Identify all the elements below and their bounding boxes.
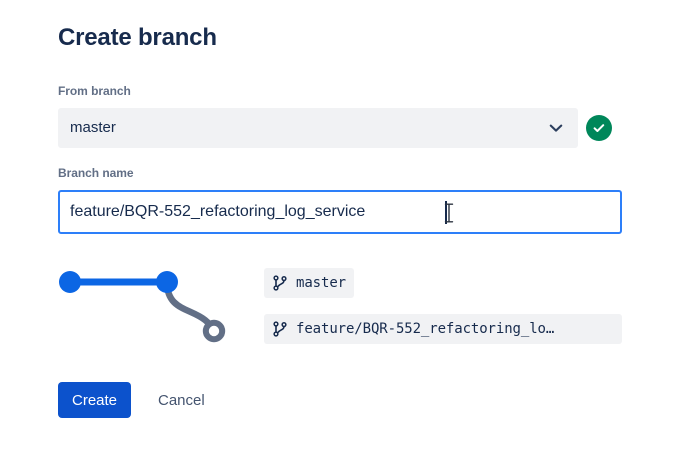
branch-ref-label: master (296, 275, 346, 291)
text-caret (445, 201, 447, 224)
branch-name-value: feature/BQR-552_refactoring_log_service (70, 203, 366, 220)
git-branch-icon (272, 275, 288, 291)
text-cursor-pointer (443, 203, 455, 223)
cancel-button[interactable]: Cancel (148, 382, 215, 418)
branch-name-input[interactable]: feature/BQR-552_refactoring_log_service (58, 190, 622, 234)
create-button[interactable]: Create (58, 382, 132, 418)
commit-node-start (59, 271, 81, 293)
page-title: Create branch (58, 24, 217, 51)
branch-ref-label: feature/BQR-552_refactoring_lo… (296, 321, 555, 337)
from-branch-value: master (70, 119, 116, 136)
branch-ref-chip-feature: feature/BQR-552_refactoring_lo… (264, 314, 622, 344)
branch-ref-chip-master: master (264, 268, 354, 298)
commit-node-head (156, 271, 178, 293)
git-branch-icon (272, 321, 288, 337)
from-branch-label: From branch (58, 84, 131, 98)
chevron-down-icon[interactable] (546, 118, 566, 138)
branch-name-label: Branch name (58, 166, 134, 180)
check-circle-icon (586, 115, 612, 141)
from-branch-select[interactable]: master (58, 108, 578, 148)
branch-graph (50, 258, 250, 354)
commit-node-new-branch (202, 319, 226, 343)
